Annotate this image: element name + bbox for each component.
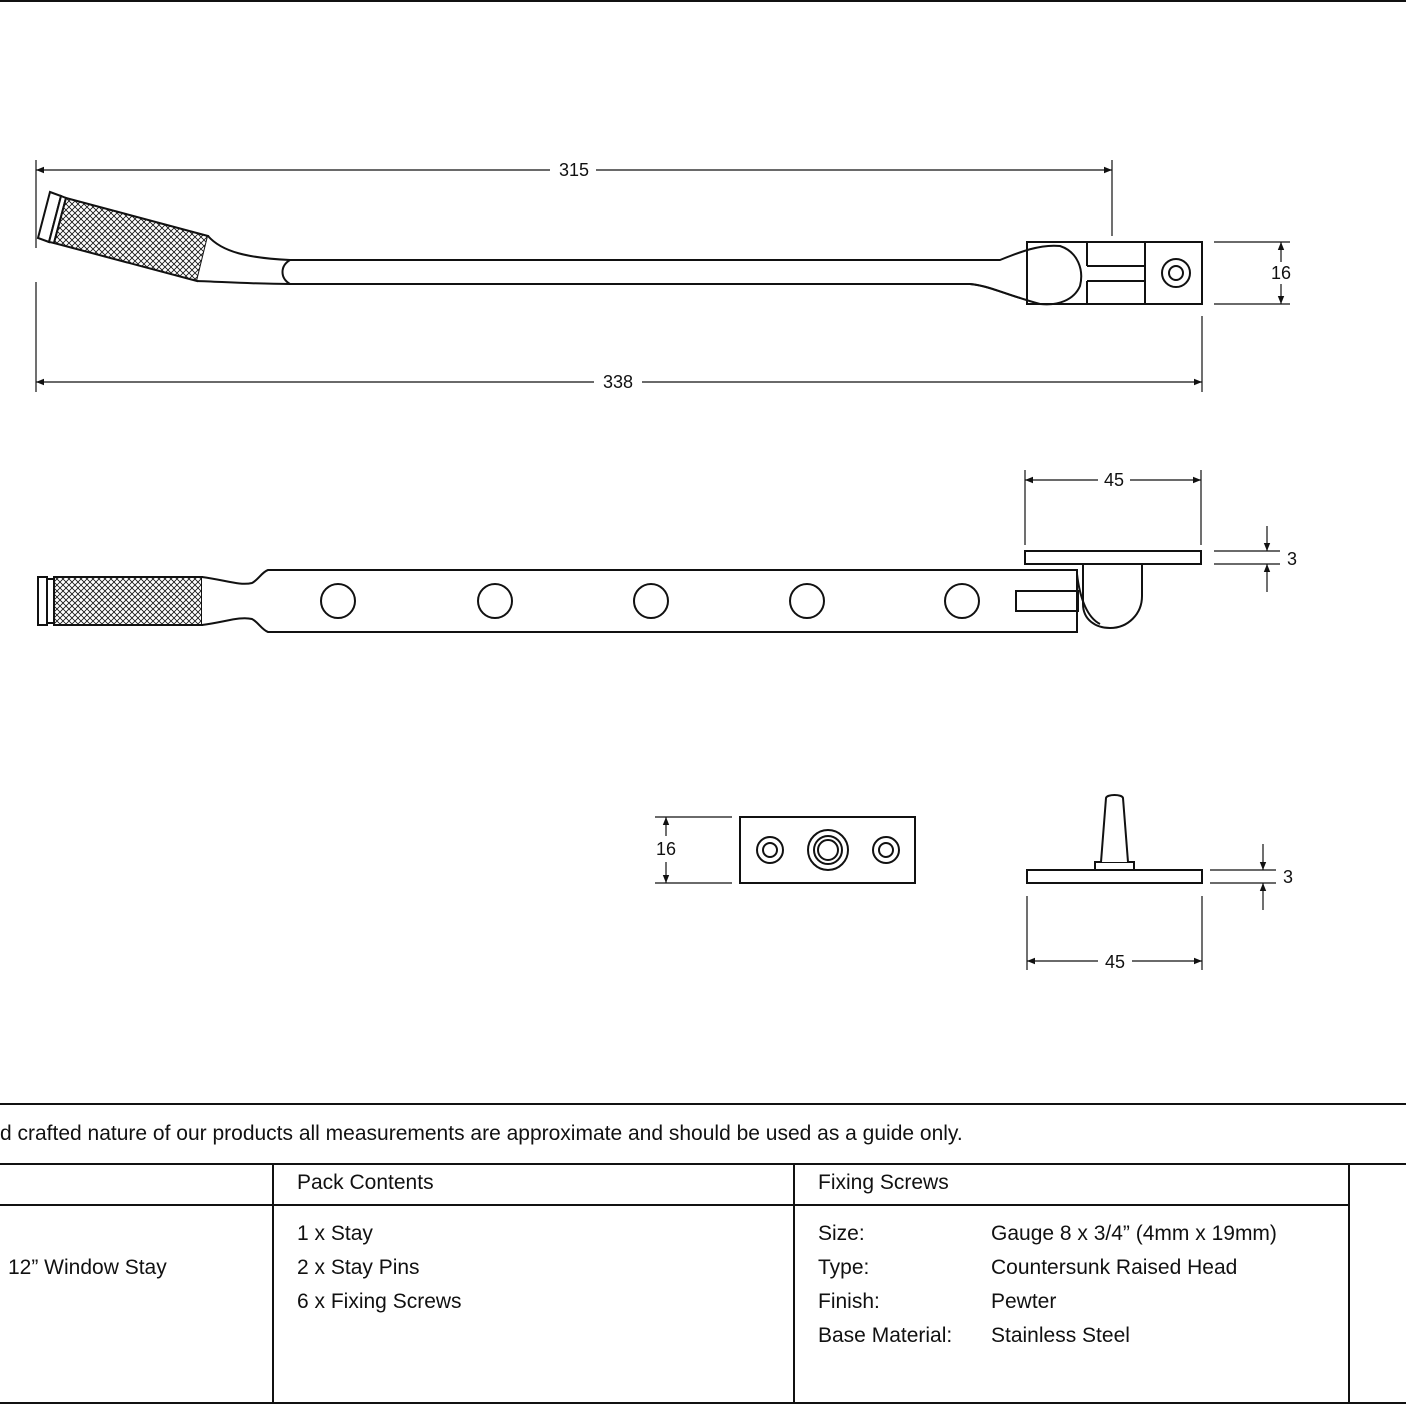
dim-338 xyxy=(35,282,1203,392)
stay-pin xyxy=(1100,794,1129,863)
side-knurled-handle xyxy=(53,576,203,626)
side-hole-2 xyxy=(477,583,513,619)
dim-3-pin-label: 3 xyxy=(1283,867,1293,887)
keep-plate xyxy=(739,816,916,884)
technical-drawing: 315 338 16 45 xyxy=(35,160,1297,972)
dim-338-label: 338 xyxy=(603,372,633,392)
screw-spec-label: Size: xyxy=(818,1222,865,1245)
table-bottom-rule xyxy=(0,1402,1406,1404)
stay-bracket xyxy=(1026,241,1203,305)
side-view-stay xyxy=(37,550,1202,633)
screw-spec-label: Base Material: xyxy=(818,1324,953,1347)
side-bracket-plate xyxy=(1024,550,1202,565)
side-end-cap xyxy=(37,576,48,626)
table-divider-3 xyxy=(1348,1163,1350,1404)
measurement-disclaimer: d crafted nature of our products all mea… xyxy=(0,1122,963,1145)
product-name: 12” Window Stay xyxy=(8,1256,167,1279)
pivot-screw-icon xyxy=(1161,258,1191,288)
dim-45-pin xyxy=(1026,896,1203,970)
table-top-rule xyxy=(0,1163,1406,1165)
keep-center-hole xyxy=(807,829,849,871)
screw-spec-value: Pewter xyxy=(991,1290,1057,1313)
pack-item: 2 x Stay Pins xyxy=(297,1256,420,1279)
screw-spec-value: Stainless Steel xyxy=(991,1324,1130,1347)
screw-spec-value: Gauge 8 x 3/4” (4mm x 19mm) xyxy=(991,1222,1277,1245)
dim-315-label: 315 xyxy=(559,160,589,180)
dim-45-side xyxy=(1024,470,1202,545)
table-divider-2 xyxy=(793,1163,795,1404)
side-hole-1 xyxy=(320,583,356,619)
keep-screw-hole-right xyxy=(872,836,900,864)
pack-item: 1 x Stay xyxy=(297,1222,373,1245)
pack-contents-header: Pack Contents xyxy=(297,1171,434,1194)
dim-16-top-label: 16 xyxy=(1271,263,1291,283)
table-header-rule xyxy=(0,1204,1350,1206)
footer-top-rule xyxy=(0,1103,1406,1105)
pack-item: 6 x Fixing Screws xyxy=(297,1290,462,1313)
dim-45-side-label: 45 xyxy=(1104,470,1124,490)
top-view-stay xyxy=(36,190,1203,306)
stay-neck xyxy=(196,235,1083,306)
dim-45-pin-label: 45 xyxy=(1105,952,1125,972)
screw-spec-value: Countersunk Raised Head xyxy=(991,1256,1238,1279)
side-hole-5 xyxy=(944,583,980,619)
dim-16-keep-label: 16 xyxy=(656,839,676,859)
keep-screw-hole-left xyxy=(756,836,784,864)
screw-spec-label: Type: xyxy=(818,1256,870,1279)
screw-spec-label: Finish: xyxy=(818,1290,880,1313)
dim-16-top xyxy=(1214,241,1290,305)
side-hole-4 xyxy=(789,583,825,619)
table-divider-1 xyxy=(272,1163,274,1404)
dim-315 xyxy=(35,160,1113,248)
dim-3-side-label: 3 xyxy=(1287,549,1297,569)
dim-16-keep xyxy=(655,816,732,884)
dim-3-side xyxy=(1214,526,1280,592)
pin-plate xyxy=(1026,794,1203,884)
knurled-handle xyxy=(52,196,210,283)
top-border xyxy=(0,0,1406,2)
fixing-screws-header: Fixing Screws xyxy=(818,1171,949,1194)
side-hook xyxy=(1082,564,1143,630)
side-hole-3 xyxy=(633,583,669,619)
dim-3-pin xyxy=(1210,844,1276,910)
